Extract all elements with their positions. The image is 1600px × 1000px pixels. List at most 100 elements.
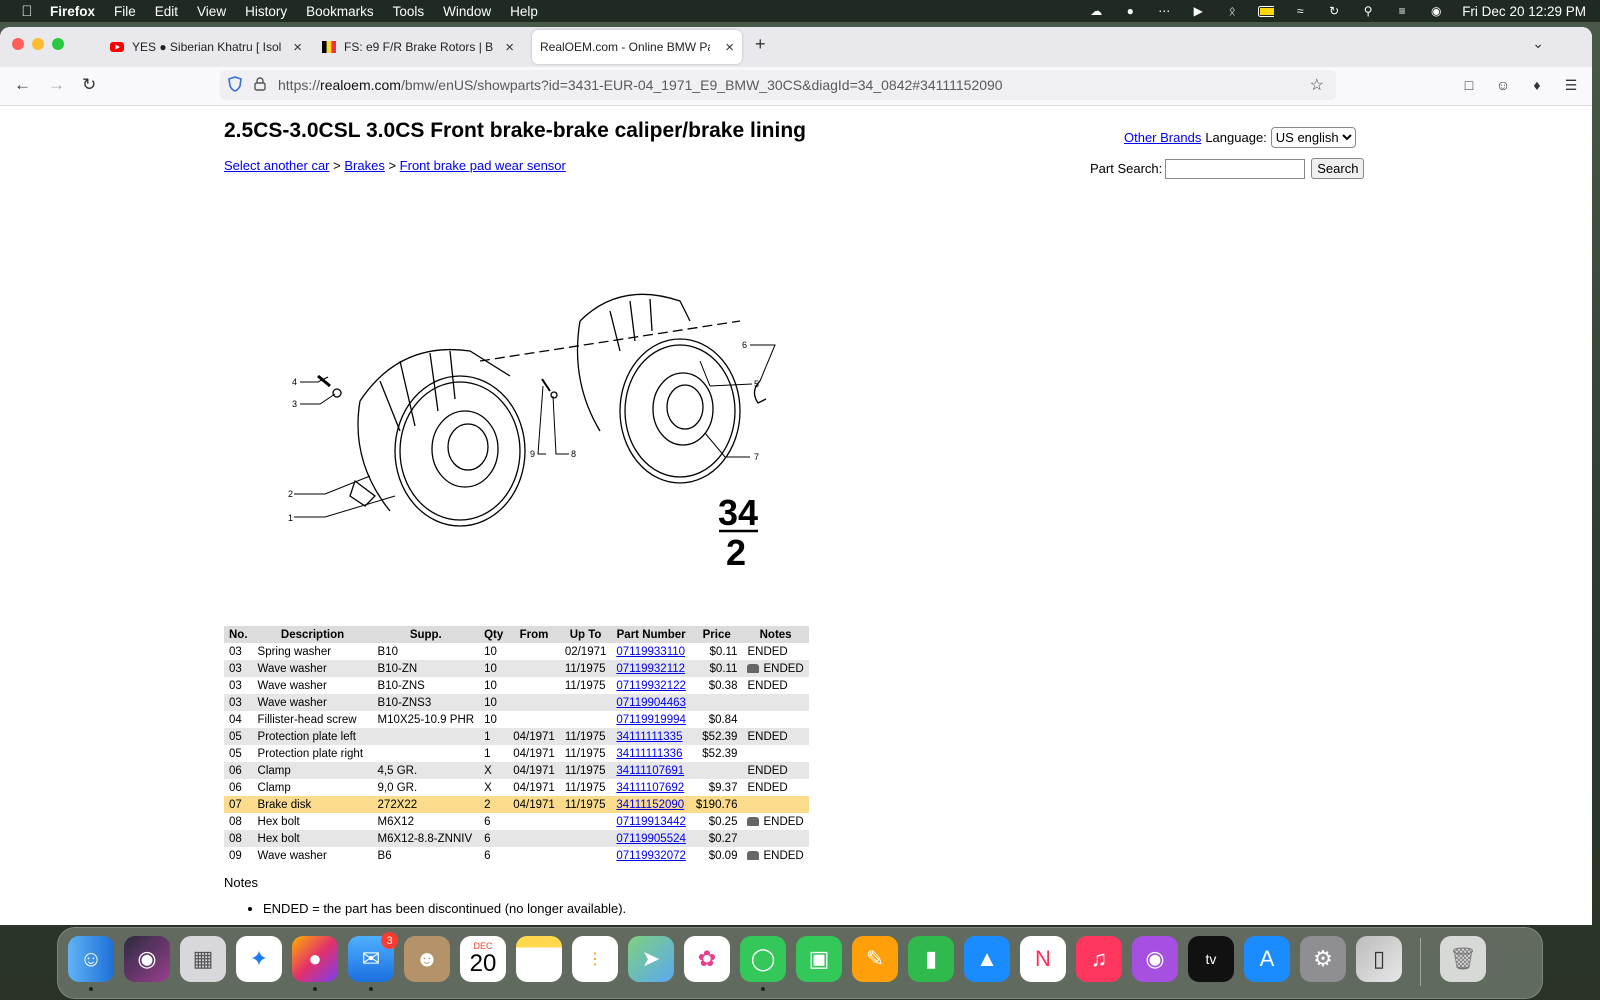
shield-icon[interactable]: [228, 75, 244, 95]
messages-icon[interactable]: ◯: [740, 936, 786, 982]
part-number-link[interactable]: 07119905524: [616, 832, 686, 845]
reminders-icon[interactable]: ⋮: [572, 936, 618, 982]
facetime-icon[interactable]: ▣: [796, 936, 842, 982]
spotlight-search-icon[interactable]: ⚲: [1363, 4, 1373, 18]
podcasts-icon[interactable]: ◉: [1132, 936, 1178, 982]
pages-icon[interactable]: ✎: [852, 936, 898, 982]
callout-2[interactable]: 2: [288, 489, 293, 499]
menu-file[interactable]: File: [114, 3, 136, 19]
part-number-link[interactable]: 07119932122: [616, 679, 686, 692]
language-select[interactable]: US english: [1270, 127, 1356, 148]
keynote-icon[interactable]: ▲: [964, 936, 1010, 982]
part-number-link[interactable]: 34111111335: [616, 730, 683, 743]
menu-bookmarks[interactable]: Bookmarks: [306, 3, 374, 19]
lock-icon[interactable]: [254, 76, 268, 94]
tab-realoem[interactable]: RealOEM.com - Online BMW Parts C ×: [532, 30, 742, 64]
notes-app-icon[interactable]: [516, 936, 562, 982]
car-icon[interactable]: [747, 850, 760, 860]
part-number-link[interactable]: 07119933110: [616, 645, 686, 658]
system-settings-icon[interactable]: ⚙: [1300, 936, 1346, 982]
tab-close-icon[interactable]: ×: [505, 39, 514, 56]
tab-forum[interactable]: FS: e9 F/R Brake Rotors | BMW M ×: [322, 30, 522, 64]
extensions-icon[interactable]: ♦: [1533, 77, 1541, 93]
account-icon[interactable]: ☺: [1495, 77, 1511, 93]
play-icon[interactable]: ▶: [1193, 4, 1203, 18]
new-tab-icon[interactable]: +: [755, 34, 766, 54]
breadcrumb-select-car-link[interactable]: Select another car: [224, 158, 330, 173]
callout-3[interactable]: 3: [292, 399, 297, 409]
launchpad-icon[interactable]: ▦: [180, 936, 226, 982]
siri-app-icon[interactable]: ◉: [124, 936, 170, 982]
menu-tools[interactable]: Tools: [392, 3, 425, 19]
callout-9[interactable]: 9: [530, 449, 535, 459]
breadcrumb-sensor-link[interactable]: Front brake pad wear sensor: [399, 158, 566, 173]
hamburger-menu-icon[interactable]: ☰: [1564, 77, 1578, 93]
part-number-link[interactable]: 07119932112: [616, 662, 686, 675]
dots-icon[interactable]: ⋯: [1158, 4, 1171, 18]
callout-7[interactable]: 7: [754, 452, 759, 462]
breadcrumb-brakes-link[interactable]: Brakes: [344, 158, 385, 173]
menu-help[interactable]: Help: [510, 3, 538, 19]
time-machine-icon[interactable]: ↻: [1329, 4, 1340, 18]
part-number-link[interactable]: 34111107691: [616, 764, 685, 777]
other-brands-link[interactable]: Other Brands: [1124, 130, 1202, 145]
apple-menu-icon[interactable]: : [18, 3, 36, 20]
music-icon[interactable]: ♫: [1076, 936, 1122, 982]
safari-icon[interactable]: ✦: [236, 936, 282, 982]
search-button[interactable]: Search: [1311, 158, 1365, 179]
tab-youtube[interactable]: YES ● Siberian Khatru [ Isolated ×: [110, 30, 310, 64]
calendar-icon[interactable]: DEC 20: [460, 936, 506, 982]
siri-icon[interactable]: ◉: [1430, 4, 1442, 18]
callout-4[interactable]: 4: [292, 377, 297, 387]
reload-icon[interactable]: ↻: [82, 75, 97, 94]
control-center-icon[interactable]: ≡: [1398, 4, 1406, 18]
part-number-link[interactable]: 07119913442: [616, 815, 686, 828]
maps-icon[interactable]: ➤: [628, 936, 674, 982]
iphone-mirroring-icon[interactable]: ▯: [1356, 936, 1402, 982]
battery-icon[interactable]: [1258, 4, 1275, 18]
tab-close-icon[interactable]: ×: [293, 39, 302, 56]
sync-icon[interactable]: ●: [1126, 4, 1134, 18]
part-number-link[interactable]: 07119932072: [616, 849, 686, 862]
contacts-icon[interactable]: ☻: [404, 936, 450, 982]
menu-view[interactable]: View: [197, 3, 227, 19]
part-search-input[interactable]: [1165, 158, 1306, 179]
bookmark-star-icon[interactable]: ☆: [1309, 77, 1324, 94]
mail-icon[interactable]: ✉3: [348, 932, 398, 982]
menu-app-name[interactable]: Firefox: [50, 3, 96, 19]
menu-history[interactable]: History: [245, 3, 288, 19]
address-bar[interactable]: https://realoem.com/bmw/enUS/showparts?i…: [220, 70, 1336, 100]
chevron-down-icon[interactable]: ⌄: [1532, 35, 1544, 51]
wifi-icon[interactable]: ≈: [1296, 4, 1304, 18]
firefox-dock-icon[interactable]: ●: [292, 936, 338, 982]
apple-tv-icon[interactable]: tv: [1188, 936, 1234, 982]
forward-icon[interactable]: →: [48, 75, 65, 94]
callout-5[interactable]: 5: [754, 379, 759, 389]
callout-6[interactable]: 6: [742, 340, 747, 350]
app-store-icon[interactable]: A: [1244, 936, 1290, 982]
bluetooth-icon[interactable]: ᛟ: [1228, 4, 1236, 18]
creative-cloud-icon[interactable]: ☁: [1090, 4, 1103, 18]
pocket-icon[interactable]: □: [1464, 77, 1474, 93]
car-icon[interactable]: [747, 663, 760, 673]
tab-close-icon[interactable]: ×: [725, 39, 734, 56]
menu-window[interactable]: Window: [443, 3, 492, 19]
finder-icon[interactable]: ☺: [68, 936, 114, 982]
window-maximize-button[interactable]: [52, 38, 64, 50]
menu-clock[interactable]: Fri Dec 20 12:29 PM: [1462, 3, 1586, 19]
part-number-link[interactable]: 34111152090: [616, 798, 685, 811]
part-number-link[interactable]: 34111111336: [616, 747, 683, 760]
numbers-icon[interactable]: ▮: [908, 936, 954, 982]
window-close-button[interactable]: [12, 38, 24, 50]
callout-8[interactable]: 8: [571, 449, 576, 459]
callout-1[interactable]: 1: [288, 513, 293, 523]
car-icon[interactable]: [747, 816, 760, 826]
back-icon[interactable]: ←: [14, 75, 31, 94]
part-number-link[interactable]: 07119904463: [616, 696, 686, 709]
news-icon[interactable]: N: [1020, 936, 1066, 982]
window-minimize-button[interactable]: [32, 38, 44, 50]
parts-diagram[interactable]: 1 2 3 4 5 6 7 8 9 34 2: [280, 281, 800, 581]
part-number-link[interactable]: 07119919994: [616, 713, 686, 726]
photos-icon[interactable]: ✿: [684, 936, 730, 982]
trash-icon[interactable]: 🗑: [1440, 936, 1486, 982]
